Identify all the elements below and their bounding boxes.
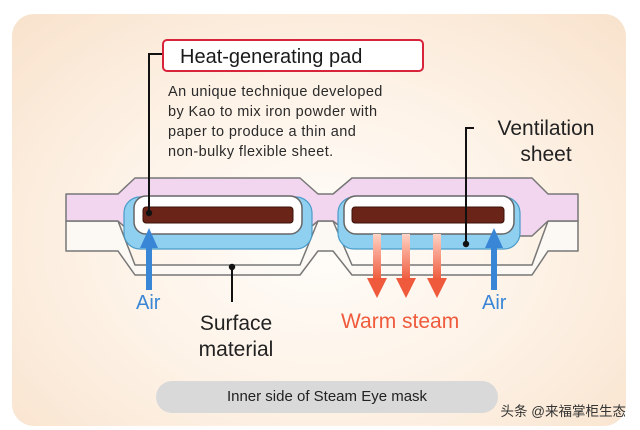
watermark: 头条 @来福掌柜生态 [500,404,626,419]
ventilation-sheet-label: Ventilation sheet [476,116,616,168]
ventilation-label-line: Ventilation [497,117,595,140]
surface-material-sheet [65,220,579,276]
ventilation-leader-dot [462,240,470,248]
ventilation-label-line: sheet [520,143,572,166]
surface-leader-dot [228,263,236,271]
heat-pad-right [351,206,505,224]
steam-arrow-1 [367,234,387,298]
description-line: An unique technique developed [168,84,383,100]
ventilation-leader-line [465,127,474,243]
surface-label-line: material [198,338,274,361]
surface-label-line: Surface [199,312,273,335]
description-line: by Kao to mix iron powder with [168,104,378,120]
air-arrow-left [140,228,158,290]
steam-arrow-3 [427,234,447,298]
heat-pad-left [142,206,294,224]
pad-leader-line [148,53,162,212]
air-label-left: Air [136,292,161,314]
surface-material-label: Surface material [176,311,296,363]
warm-steam-label: Warm steam [341,310,460,333]
air-label-right: Air [482,292,507,314]
pad-leader-dot [145,209,153,217]
heat-pad-description: An unique technique developed by Kao to … [168,82,468,162]
heat-pad-title: Heat-generating pad [162,39,424,72]
footer-caption: Inner side of Steam Eye mask [156,381,498,413]
description-line: paper to produce a thin and [168,124,357,140]
air-arrow-right [485,228,503,290]
description-line: non-bulky flexible sheet. [168,144,334,160]
steam-arrow-2 [396,234,416,298]
